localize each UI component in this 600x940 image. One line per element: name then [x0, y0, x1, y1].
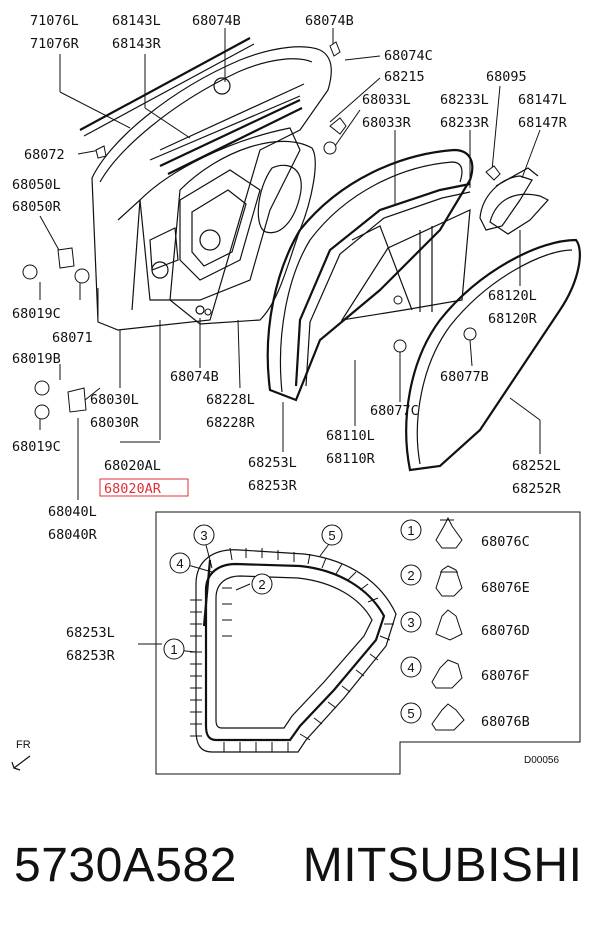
parts-diagram: 71076L 71076R 68143L 68143R 68074B 68074… [11, 13, 581, 775]
label-68072: 68072 [24, 147, 65, 163]
label-68074B-right: 68074B [305, 13, 354, 29]
svg-text:2: 2 [407, 568, 414, 583]
label-68071: 68071 [52, 330, 93, 346]
label-68030L: 68030L [90, 392, 139, 408]
label-68019B: 68019B [12, 351, 61, 367]
label-68077C: 68077C [370, 403, 419, 419]
highlight-box [99, 478, 189, 497]
svg-text:1: 1 [407, 523, 414, 538]
label-68020AR-highlighted: 68020AR [104, 481, 162, 497]
detail-inset: 1 2 3 4 5 68253L 68253R 1 68076C [66, 511, 581, 775]
quarter-glass [479, 167, 549, 235]
brand-name: MITSUBISHI [302, 839, 583, 892]
clip-4: 4 68076F [400, 656, 530, 689]
label-71076R: 71076R [30, 36, 80, 52]
label-68110R: 68110R [326, 451, 376, 467]
door-inner-regulator [139, 77, 301, 315]
label-68040L: 68040L [48, 504, 97, 520]
svg-text:68076C: 68076C [481, 534, 530, 550]
rear-door-outer-panel [79, 37, 332, 331]
svg-text:68076F: 68076F [481, 668, 530, 684]
glass-run [294, 182, 471, 387]
clip-icon [435, 516, 463, 549]
svg-text:4: 4 [176, 556, 183, 571]
detail-label-68253L: 68253L [66, 625, 115, 641]
svg-text:3: 3 [200, 528, 207, 543]
callout-3: 3 [193, 524, 215, 546]
label-68253R: 68253R [248, 478, 298, 494]
label-68030R: 68030R [90, 415, 140, 431]
part-number: 5730A582 [14, 839, 237, 892]
hatch-marks [190, 547, 394, 752]
product-caption: 5730A582 MITSUBISHI [14, 838, 594, 908]
callout-1: 1 [163, 638, 185, 660]
label-71076L: 71076L [30, 13, 79, 29]
arrow-icon [11, 755, 31, 771]
label-68215: 68215 [384, 69, 425, 85]
svg-text:2: 2 [258, 577, 265, 592]
label-68074B-top: 68074B [192, 13, 241, 29]
label-68050R: 68050R [12, 199, 62, 215]
label-68252L: 68252L [512, 458, 561, 474]
label-68074C: 68074C [384, 48, 433, 64]
clip-3: 3 68076D [400, 609, 530, 641]
label-68020AL: 68020AL [104, 458, 161, 474]
clip-icon [431, 703, 465, 731]
detail-label-68253R: 68253R [66, 648, 116, 664]
door-opening-weatherstrip [266, 148, 474, 402]
front-direction-indicator: FR [11, 739, 31, 771]
label-68077B: 68077B [440, 369, 489, 385]
svg-text:1: 1 [170, 642, 177, 657]
label-68147R: 68147R [518, 115, 568, 131]
svg-text:4: 4 [407, 660, 414, 675]
label-68233R: 68233R [440, 115, 490, 131]
part-labels: 71076L 71076R 68143L 68143R 68074B 68074… [12, 13, 568, 543]
svg-text:3: 3 [407, 615, 414, 630]
label-68228L: 68228L [206, 392, 255, 408]
svg-text:68076D: 68076D [481, 623, 530, 639]
diagram-code: D00056 [524, 755, 559, 766]
callout-4: 4 [169, 552, 191, 574]
clip-icon [435, 565, 463, 597]
body-side-weatherstrip [405, 238, 581, 472]
label-68120L: 68120L [488, 288, 537, 304]
label-68143R: 68143R [112, 36, 162, 52]
label-68040R: 68040R [48, 527, 98, 543]
label-68019C-upper: 68019C [12, 306, 61, 322]
label-68252R: 68252R [512, 481, 562, 497]
label-68253L: 68253L [248, 455, 297, 471]
callout-5: 5 [321, 524, 343, 546]
clip-5: 5 68076B [400, 702, 530, 731]
clip-legend: 1 68076C 2 68076E 3 68076D 4 [400, 516, 530, 731]
label-68033L: 68033L [362, 92, 411, 108]
svg-text:68076E: 68076E [481, 580, 530, 596]
svg-text:68076B: 68076B [481, 714, 530, 730]
clip-icon [431, 659, 463, 689]
clip-icon [435, 609, 463, 641]
label-68095: 68095 [486, 69, 527, 85]
label-68033R: 68033R [362, 115, 412, 131]
label-68019C-lower: 68019C [12, 439, 61, 455]
door-glass [340, 209, 471, 321]
label-68120R: 68120R [488, 311, 538, 327]
fr-label: FR [16, 739, 31, 751]
svg-text:5: 5 [328, 528, 335, 543]
svg-text:5: 5 [407, 706, 414, 721]
label-68228R: 68228R [206, 415, 256, 431]
label-68050L: 68050L [12, 177, 61, 193]
label-68110L: 68110L [326, 428, 375, 444]
label-68233L: 68233L [440, 92, 489, 108]
label-68074B-lower: 68074B [170, 369, 219, 385]
clip-1: 1 68076C [400, 516, 530, 550]
fasteners [22, 41, 501, 420]
label-68143L: 68143L [112, 13, 161, 29]
clip-2: 2 68076E [400, 564, 530, 597]
callout-2: 2 [251, 573, 273, 595]
label-68147L: 68147L [518, 92, 567, 108]
